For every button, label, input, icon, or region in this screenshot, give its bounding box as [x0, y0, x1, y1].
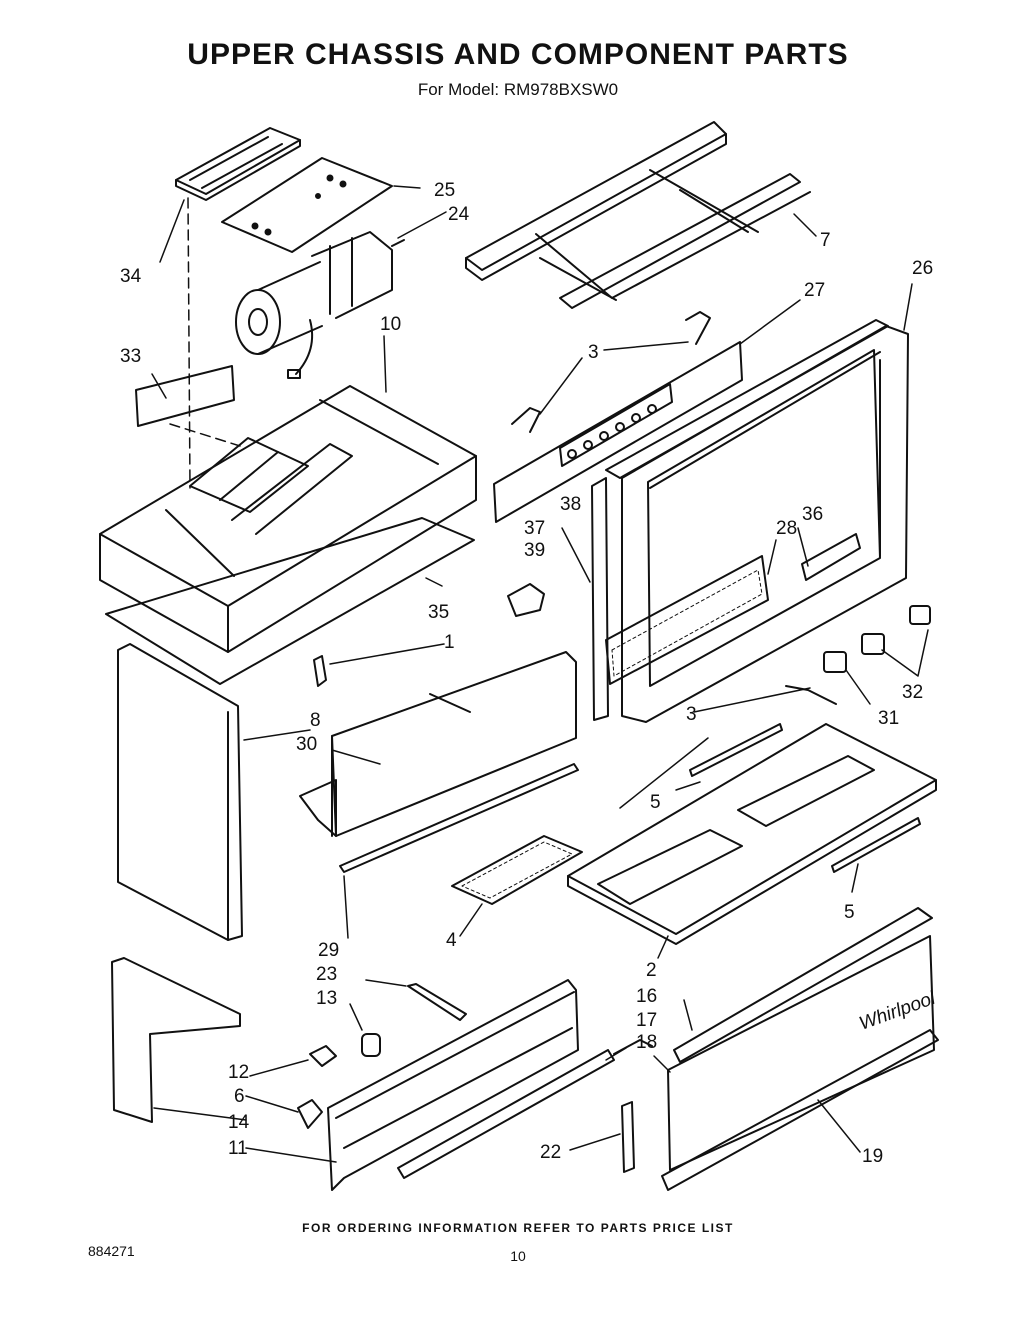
part-37-hinge-strip [591, 477, 609, 721]
callout-11: 11 [228, 1138, 248, 1159]
alignment-dashed-line [187, 197, 191, 489]
part-2-bottom-plate [567, 723, 937, 945]
part-12-clip [309, 1045, 337, 1067]
callout-28: 28 [776, 518, 797, 539]
part-34-bracket [175, 127, 301, 201]
part-26-door-frame [605, 319, 909, 723]
callout-1: 1 [444, 632, 455, 653]
callout-16: 16 [636, 986, 657, 1007]
part-23-bar [407, 983, 467, 1021]
part-25-plate [221, 157, 393, 253]
callout-29: 29 [318, 940, 339, 961]
part-36-switch-block [801, 533, 861, 581]
callout-26: 26 [912, 258, 933, 279]
part-29-rod [339, 763, 579, 873]
callout-36: 36 [802, 504, 823, 525]
callout-13: 13 [316, 988, 337, 1009]
part-7-top-frame [465, 121, 811, 309]
callout-25: 25 [434, 180, 455, 201]
callout-38: 38 [560, 494, 581, 515]
callout-labels: 25 24 34 7 26 27 10 33 3 38 37 39 28 36 … [120, 180, 933, 1167]
callout-22: 22 [540, 1142, 561, 1163]
part-10-chassis-top [99, 385, 477, 653]
part-33-panel [135, 365, 241, 447]
callout-18: 18 [636, 1032, 657, 1053]
part-18-front-panel: Whirlpool [667, 935, 939, 1171]
callout-3-top: 3 [588, 342, 599, 363]
part-1-clip [313, 655, 327, 687]
callout-30: 30 [296, 734, 317, 755]
part-30-front-panel [299, 651, 577, 837]
brand-mark: Whirlpool [857, 988, 939, 1035]
part-22-post [621, 1101, 635, 1173]
callout-39: 39 [524, 540, 545, 561]
callout-14: 14 [228, 1112, 250, 1133]
callout-31: 31 [878, 708, 899, 729]
model-subtitle: For Model: RM978BXSW0 [417, 80, 619, 99]
callout-19: 19 [862, 1146, 883, 1167]
part-4-grease-filter [451, 835, 583, 905]
callout-32: 32 [902, 682, 923, 703]
part-6-clip [297, 1099, 323, 1129]
callout-34: 34 [120, 266, 142, 287]
part-13-knob [361, 1033, 381, 1057]
callout-8: 8 [310, 710, 321, 731]
callout-4: 4 [446, 930, 457, 951]
part-31-switch [823, 651, 847, 673]
part-28-filter [605, 555, 769, 685]
callout-2: 2 [646, 960, 657, 981]
leader-lines [151, 185, 929, 1163]
part-14-side-bracket [111, 957, 241, 1123]
page-number: 10 [510, 1248, 526, 1264]
part-35-shield [105, 517, 475, 685]
callout-5-left: 5 [650, 792, 661, 813]
callout-17: 17 [636, 1010, 657, 1031]
callout-24: 24 [448, 204, 470, 225]
part-11-light-housing [327, 979, 615, 1191]
part-24-motor [235, 231, 405, 379]
callout-7: 7 [820, 230, 831, 251]
callout-27: 27 [804, 280, 825, 301]
part-19-bottom-strip [661, 1029, 939, 1191]
callout-33: 33 [120, 346, 141, 367]
callout-5-right: 5 [844, 902, 855, 923]
part-8-side-panel [117, 643, 243, 941]
part-5-strips [689, 723, 921, 873]
callout-37: 37 [524, 518, 545, 539]
ordering-footer-note: FOR ORDERING INFORMATION REFER TO PARTS … [302, 1221, 734, 1235]
callout-35: 35 [428, 602, 449, 623]
part-39-clip [507, 583, 545, 617]
page-title: UPPER CHASSIS AND COMPONENT PARTS [187, 38, 849, 71]
callout-23: 23 [316, 964, 337, 985]
callout-10: 10 [380, 314, 401, 335]
part-27-control-strip [493, 341, 743, 523]
callout-3-mid: 3 [686, 704, 697, 725]
part-32-switches [861, 605, 931, 655]
callout-12: 12 [228, 1062, 249, 1083]
part-16-trim-strip [673, 907, 933, 1063]
document-number: 884271 [88, 1243, 135, 1259]
callout-6: 6 [234, 1086, 245, 1107]
